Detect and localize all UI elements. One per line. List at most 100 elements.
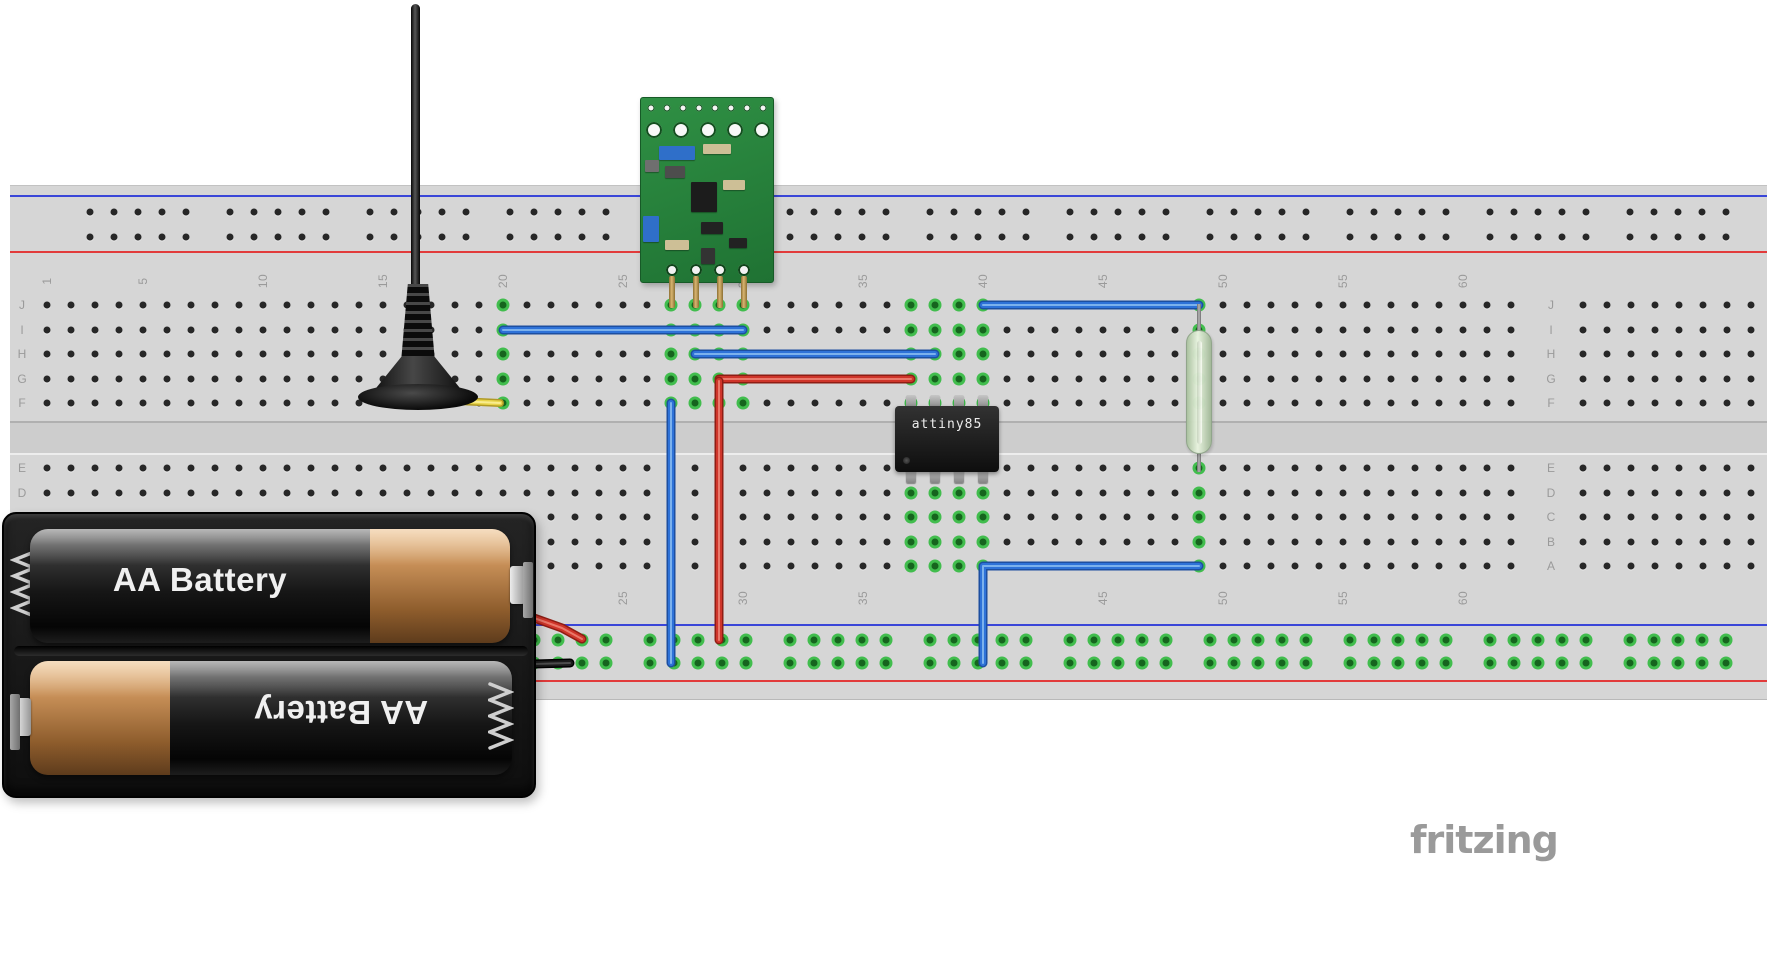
column-number: 25: [616, 590, 630, 606]
terminal-hole: [859, 562, 867, 570]
terminal-hole: [1123, 464, 1131, 472]
terminal-hole: [1411, 375, 1419, 383]
power-rail-hole: [974, 208, 982, 216]
terminal-hole: [1507, 489, 1515, 497]
row-letter: J: [19, 298, 25, 312]
row-letter: D: [1546, 486, 1556, 500]
power-rail-hole: [1650, 659, 1658, 667]
terminal-hole: [787, 562, 795, 570]
rf-transmitter-module[interactable]: [640, 97, 774, 308]
aa-battery-bottom[interactable]: AA Battery: [30, 661, 512, 775]
power-rail-hole: [1346, 208, 1354, 216]
chip-label: attiny85: [911, 417, 983, 432]
terminal-hole: [1579, 350, 1587, 358]
power-rail-hole: [974, 636, 982, 644]
terminal-hole: [1171, 301, 1179, 309]
module-pin: [693, 276, 699, 308]
module-pin: [717, 276, 723, 308]
power-rail-hole: [1230, 208, 1238, 216]
chip-pin: [930, 395, 940, 409]
terminal-hole: [331, 301, 339, 309]
terminal-hole: [1747, 562, 1755, 570]
power-rail-hole: [182, 233, 190, 241]
terminal-hole: [1435, 489, 1443, 497]
battery-spring: [488, 682, 514, 750]
power-rail-hole: [366, 208, 374, 216]
terminal-hole: [643, 489, 651, 497]
terminal-hole: [835, 538, 843, 546]
terminal-hole: [115, 375, 123, 383]
power-rail-hole: [1626, 636, 1634, 644]
terminal-hole: [1339, 513, 1347, 521]
terminal-hole: [1363, 562, 1371, 570]
power-rail-hole: [390, 208, 398, 216]
power-rail-hole: [786, 659, 794, 667]
terminal-hole: [1171, 375, 1179, 383]
chip-pin: [978, 395, 988, 409]
smd-component: [703, 144, 731, 154]
terminal-hole: [211, 375, 219, 383]
power-rail-hole: [1558, 233, 1566, 241]
terminal-hole: [931, 301, 939, 309]
terminal-hole: [1627, 489, 1635, 497]
terminal-hole: [1507, 350, 1515, 358]
terminal-hole: [1459, 489, 1467, 497]
power-rail-hole: [462, 208, 470, 216]
terminal-hole: [1219, 562, 1227, 570]
power-rail-hole: [578, 208, 586, 216]
terminal-hole: [139, 350, 147, 358]
terminal-hole: [403, 489, 411, 497]
terminal-hole: [1267, 464, 1275, 472]
terminal-hole: [1051, 375, 1059, 383]
terminal-hole: [1243, 538, 1251, 546]
terminal-hole: [1291, 301, 1299, 309]
terminal-hole: [1339, 375, 1347, 383]
terminal-hole: [1099, 464, 1107, 472]
terminal-hole: [931, 513, 939, 521]
terminal-hole: [139, 464, 147, 472]
terminal-hole: [1411, 538, 1419, 546]
terminal-hole: [979, 301, 987, 309]
power-rail-hole: [1486, 659, 1494, 667]
terminal-hole: [1411, 513, 1419, 521]
terminal-hole: [595, 562, 603, 570]
column-number: 20: [496, 273, 510, 289]
terminal-hole: [1603, 326, 1611, 334]
power-rail-hole: [1346, 659, 1354, 667]
terminal-hole: [835, 301, 843, 309]
terminal-hole: [1315, 538, 1323, 546]
terminal-hole: [1675, 538, 1683, 546]
power-rail-hole: [1206, 208, 1214, 216]
terminal-hole: [1003, 513, 1011, 521]
terminal-hole: [1147, 562, 1155, 570]
terminal-hole: [691, 375, 699, 383]
power-rail-hole: [1022, 208, 1030, 216]
power-rail-hole: [1698, 659, 1706, 667]
terminal-hole: [643, 399, 651, 407]
terminal-hole: [595, 489, 603, 497]
terminal-hole: [859, 301, 867, 309]
terminal-hole: [1579, 562, 1587, 570]
terminal-hole: [1099, 375, 1107, 383]
terminal-hole: [595, 326, 603, 334]
terminal-hole: [187, 350, 195, 358]
terminal-hole: [883, 513, 891, 521]
terminal-hole: [1483, 350, 1491, 358]
power-rail-hole: [1582, 659, 1590, 667]
terminal-hole: [1411, 489, 1419, 497]
terminal-hole: [259, 399, 267, 407]
terminal-hole: [691, 489, 699, 497]
terminal-hole: [1579, 375, 1587, 383]
aa-battery-holder[interactable]: AA Battery AA Battery: [2, 512, 536, 798]
power-rail-hole: [786, 208, 794, 216]
column-number: 1: [40, 277, 54, 285]
power-rail-hole: [1418, 208, 1426, 216]
aa-battery-top[interactable]: AA Battery: [30, 529, 510, 643]
terminal-hole: [187, 326, 195, 334]
terminal-hole: [1147, 538, 1155, 546]
terminal-hole: [1459, 326, 1467, 334]
terminal-hole: [1627, 513, 1635, 521]
power-rail-hole: [1090, 659, 1098, 667]
power-rail-hole: [1206, 659, 1214, 667]
terminal-hole: [835, 326, 843, 334]
